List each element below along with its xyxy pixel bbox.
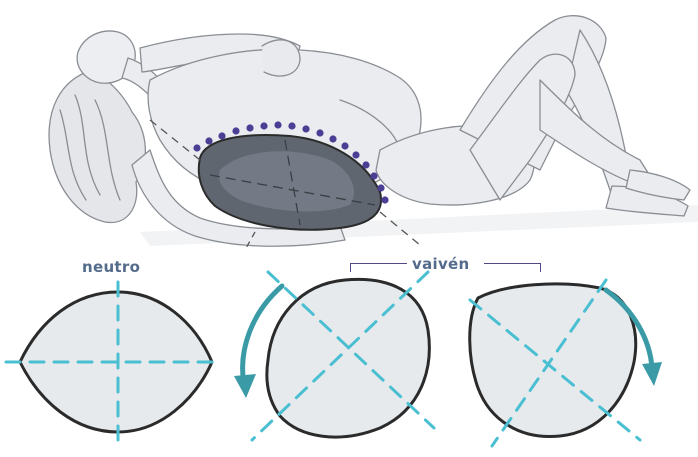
- rocking-ball-left-outline: [267, 279, 429, 437]
- rocking-label: vaivén: [412, 255, 469, 273]
- hair: [49, 70, 145, 223]
- neutral-label: neutro: [82, 258, 140, 276]
- rocking-bracket-right: [484, 263, 541, 272]
- rocking-bracket-left: [350, 263, 407, 272]
- rocking-ball-left-diagram: [234, 272, 434, 440]
- rocking-ball-right-diagram: [470, 280, 662, 446]
- neutral-ball-diagram: [6, 282, 222, 448]
